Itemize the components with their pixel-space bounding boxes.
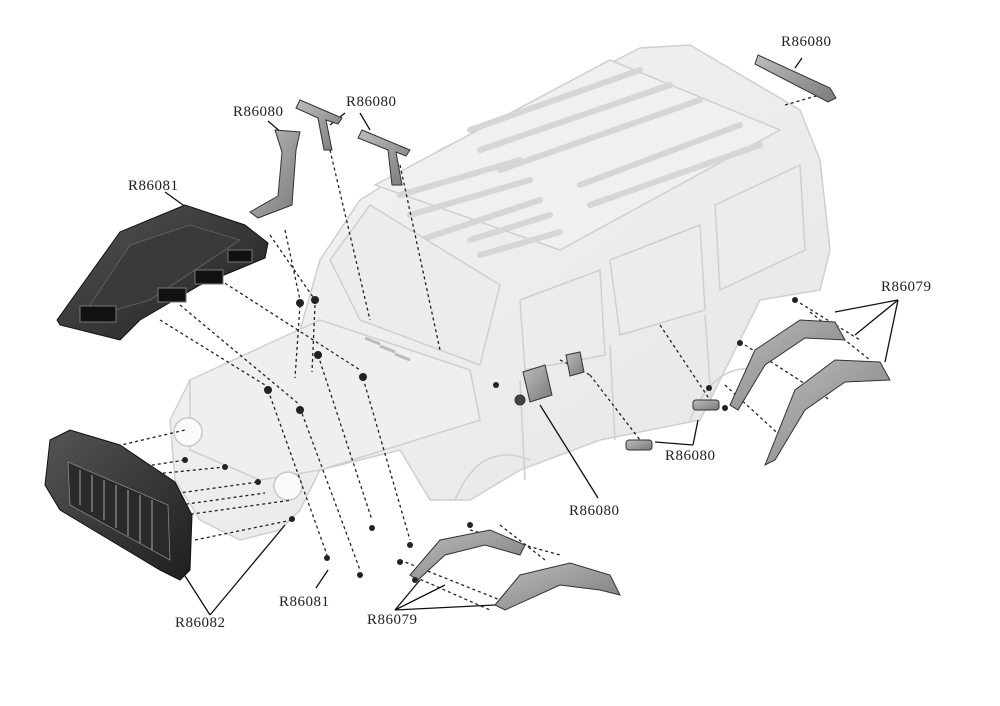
- wiper-part: [295, 99, 411, 186]
- roof-rail-part: [754, 54, 837, 103]
- label-mirror: R86080: [569, 503, 620, 519]
- mirror-part: [514, 351, 585, 406]
- leader-lines: [99, 91, 871, 611]
- label-hood-bolts: R86081: [279, 594, 330, 610]
- rear-fender-part: [729, 319, 891, 467]
- door-handle-part: [625, 399, 720, 451]
- label-rear-fenders: R86079: [881, 279, 932, 295]
- hood-scoop-part: [56, 204, 269, 341]
- grille-part: [44, 429, 193, 581]
- label-roof-rail: R86080: [781, 34, 832, 50]
- label-grille: R86082: [175, 615, 226, 631]
- label-wipers: R86080: [346, 94, 397, 110]
- label-snorkel: R86080: [233, 104, 284, 120]
- label-hood-scoop: R86081: [128, 178, 179, 194]
- car-body: [169, 44, 831, 541]
- snorkel-part: [249, 129, 301, 219]
- label-door-handles: R86080: [665, 448, 716, 464]
- front-fender-part: [409, 529, 621, 611]
- label-front-fenders: R86079: [367, 612, 418, 628]
- bolt-parts: [182, 296, 798, 583]
